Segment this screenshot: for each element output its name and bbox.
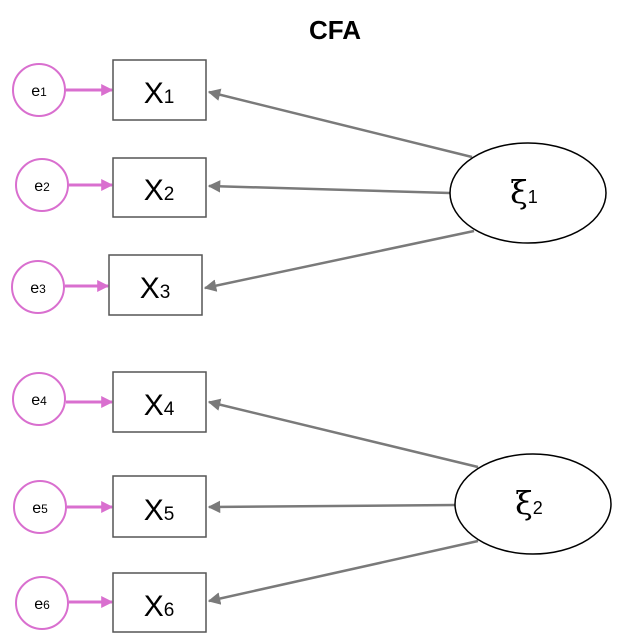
indicator-x4-symbol: X (144, 389, 164, 422)
error-arrows (65, 84, 114, 608)
indicator-x4-sub: 4 (164, 399, 175, 420)
error-e5-sub: 5 (41, 502, 48, 516)
error-e1-symbol: e (31, 83, 40, 100)
indicator-box-x4: X4 (112, 371, 207, 433)
error-e4-symbol: e (31, 392, 40, 409)
indicator-x5-symbol: X (144, 494, 164, 527)
latent-node-xi2: ξ2 (454, 453, 612, 555)
indicator-x3-sub: 3 (160, 282, 171, 303)
svg-text:ξ1: ξ1 (510, 173, 538, 211)
error-e2-sub: 2 (43, 180, 50, 194)
error-node-e5: e5 (13, 480, 67, 534)
latent-xi1-symbol: ξ (510, 173, 528, 211)
latent-xi2-sub: 2 (533, 498, 543, 518)
indicator-x1-symbol: X (144, 77, 164, 110)
latent-xi2-symbol: ξ (515, 484, 533, 522)
svg-text:e1: e1 (31, 83, 47, 100)
error-e2-symbol: e (34, 178, 43, 195)
loading-arrow-xi1-x2 (207, 180, 451, 195)
svg-text:e2: e2 (34, 178, 50, 195)
diagram-title: CFA (309, 15, 361, 45)
loading-arrow-xi2-x4 (207, 398, 479, 469)
error-node-e6: e6 (15, 576, 69, 630)
indicator-x6-symbol: X (144, 590, 164, 623)
indicators: X1 X2 X3 X4 X5 X6 (108, 59, 207, 633)
svg-text:X3: X3 (140, 272, 171, 305)
indicator-x2-symbol: X (144, 174, 164, 207)
error-e5-symbol: e (32, 500, 41, 517)
indicator-box-x3: X3 (108, 254, 203, 316)
indicator-x3-symbol: X (140, 272, 160, 305)
latent-xi1-sub: 1 (528, 187, 538, 207)
svg-text:X5: X5 (144, 494, 175, 527)
indicator-x5-sub: 5 (164, 504, 175, 525)
loading-arrow-xi2-x6 (207, 539, 479, 605)
error-terms: e1 e2 e3 e4 e5 e6 (11, 63, 69, 630)
error-node-e4: e4 (12, 372, 66, 426)
svg-text:e3: e3 (30, 280, 46, 297)
loading-arrow-xi1-x3 (203, 229, 475, 292)
svg-text:X4: X4 (144, 389, 175, 422)
error-e3-symbol: e (30, 280, 39, 297)
error-e3-sub: 3 (39, 282, 46, 296)
svg-text:X1: X1 (144, 77, 175, 110)
error-node-e1: e1 (12, 63, 66, 117)
loading-arrow-xi1-x1 (207, 88, 473, 159)
indicator-box-x2: X2 (112, 157, 207, 218)
svg-text:X2: X2 (144, 174, 175, 207)
error-e1-sub: 1 (40, 85, 47, 99)
latent-node-xi1: ξ1 (449, 142, 607, 244)
error-e4-sub: 4 (40, 394, 47, 408)
indicator-box-x5: X5 (112, 475, 207, 538)
indicator-x2-sub: 2 (164, 184, 175, 205)
indicator-box-x6: X6 (112, 572, 207, 633)
svg-text:ξ2: ξ2 (515, 484, 543, 522)
svg-text:e4: e4 (31, 392, 47, 409)
indicator-box-x1: X1 (112, 59, 207, 121)
svg-text:X6: X6 (144, 590, 175, 623)
loading-arrows (203, 88, 479, 605)
indicator-x1-sub: 1 (164, 87, 175, 108)
error-e6-sub: 6 (43, 598, 50, 612)
indicator-x6-sub: 6 (164, 600, 175, 621)
svg-text:e5: e5 (32, 500, 48, 517)
svg-text:e6: e6 (34, 596, 50, 613)
loading-arrow-xi2-x5 (207, 500, 457, 514)
error-e6-symbol: e (34, 596, 43, 613)
error-node-e3: e3 (11, 260, 65, 314)
latent-factors: ξ1 ξ2 (449, 142, 612, 555)
error-node-e2: e2 (15, 158, 69, 212)
